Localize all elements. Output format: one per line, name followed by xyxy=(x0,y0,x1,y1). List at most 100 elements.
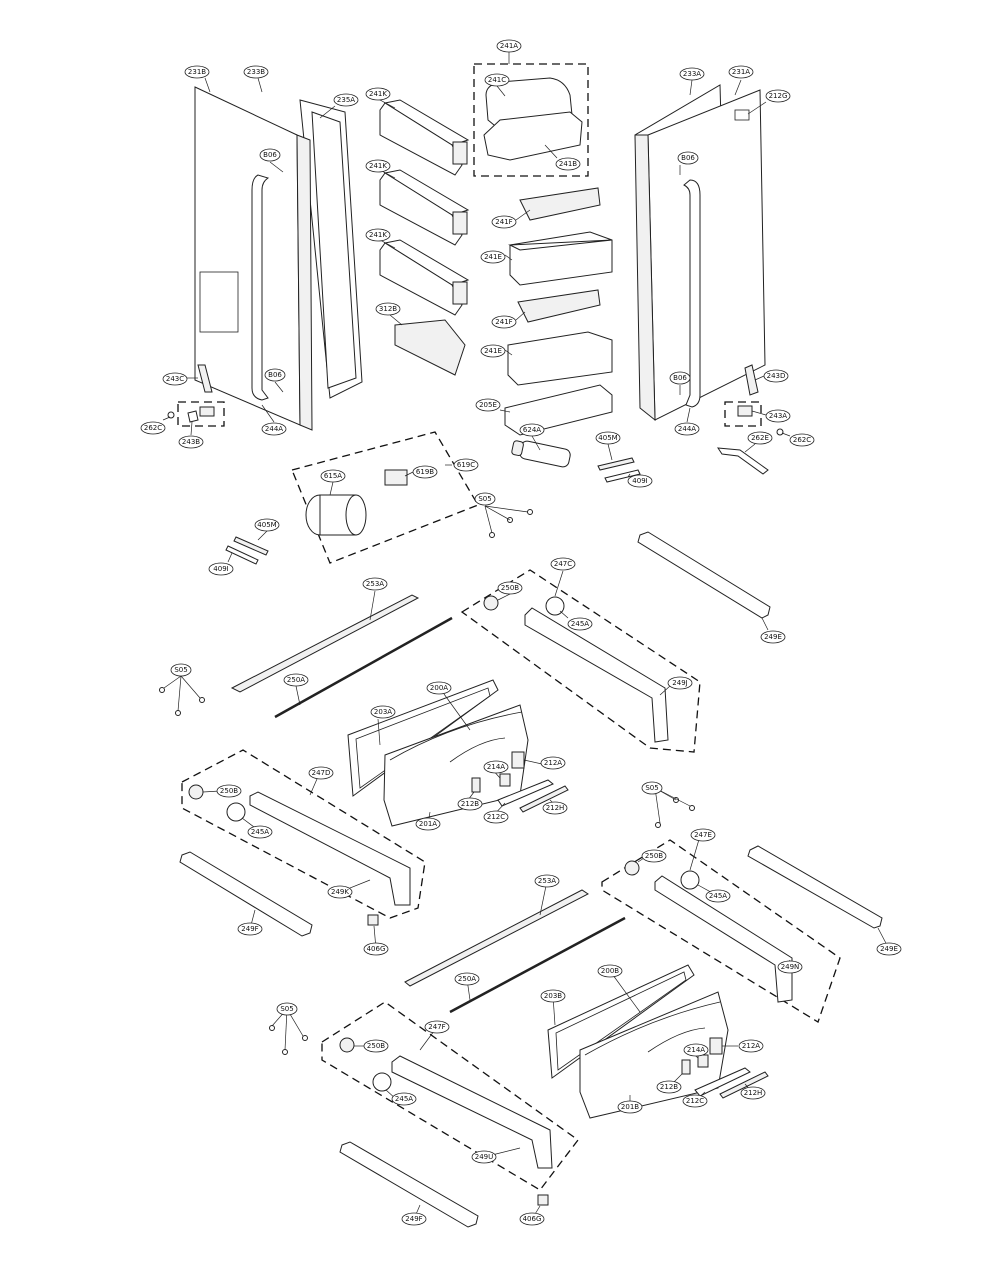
svg-text:249F: 249F xyxy=(241,925,258,933)
callout-241F: 241F xyxy=(491,215,517,229)
callout-615A: 615A xyxy=(320,469,346,483)
callout-B06: B06 xyxy=(677,151,699,165)
callouts: 241A 231B 233B 235A 241K 241C 241B 233A … xyxy=(140,39,902,1226)
drawer-front-200B-top xyxy=(584,1001,721,1056)
svg-text:241A: 241A xyxy=(500,42,518,50)
part-405M-right xyxy=(597,457,635,471)
left-door-assembly xyxy=(194,86,363,431)
right-door-handle-244A xyxy=(683,179,701,408)
callout-249U: 249U xyxy=(471,1150,497,1164)
roller-245A-lower-left xyxy=(372,1072,392,1092)
svg-text:249J: 249J xyxy=(672,679,687,687)
callout-253A: 253A xyxy=(362,577,388,591)
callout-200B: 200B xyxy=(597,964,623,978)
filter-624A xyxy=(511,440,571,468)
callout-249E: 249E xyxy=(760,630,786,644)
clip-406G-lower xyxy=(537,1194,549,1206)
callout-244A: 244A xyxy=(261,422,287,436)
callout-619C: 619C xyxy=(453,458,479,472)
svg-text:244A: 244A xyxy=(265,425,283,433)
callout-243C: 243C xyxy=(162,372,188,386)
callout-241F: 241F xyxy=(491,315,517,329)
callout-247E: 247E xyxy=(690,828,716,842)
callout-250B: 250B xyxy=(216,784,242,798)
callout-405M: 405M xyxy=(254,518,280,532)
filter-group-619C-box xyxy=(291,431,479,564)
label-212G xyxy=(734,109,750,121)
svg-text:249N: 249N xyxy=(781,963,800,971)
svg-text:405M: 405M xyxy=(257,521,276,529)
callout-405M: 405M xyxy=(595,431,621,445)
svg-text:243C: 243C xyxy=(166,375,184,383)
callout-406G: 406G xyxy=(519,1212,545,1226)
callout-243D: 243D xyxy=(763,369,789,383)
lower-drawer xyxy=(404,889,769,1119)
callout-243B: 243B xyxy=(178,435,204,449)
part-409I-left xyxy=(225,545,259,565)
callout-231B: 231B xyxy=(184,65,210,79)
svg-text:235A: 235A xyxy=(337,96,355,104)
svg-text:212B: 212B xyxy=(660,1083,678,1091)
right-hinge-parts xyxy=(717,364,784,475)
callout-312B: 312B xyxy=(375,302,401,316)
svg-text:214A: 214A xyxy=(487,763,505,771)
svg-text:245A: 245A xyxy=(571,620,589,628)
svg-text:200B: 200B xyxy=(601,967,619,975)
roller-245A-left xyxy=(226,802,246,822)
rod-250A-upper xyxy=(274,616,453,719)
callout-241E: 241E xyxy=(480,250,506,264)
callout-212B: 212B xyxy=(457,797,483,811)
svg-text:405M: 405M xyxy=(598,434,617,442)
callout-262C: 262C xyxy=(789,433,815,447)
callout-212H: 212H xyxy=(542,801,568,815)
svg-text:249K: 249K xyxy=(331,888,349,896)
rail-253A-lower xyxy=(404,889,589,987)
svg-text:249E: 249E xyxy=(880,945,898,953)
bin-241B xyxy=(483,111,583,161)
callout-244A: 244A xyxy=(674,422,700,436)
bar-212C-upper xyxy=(497,779,554,807)
svg-text:241F: 241F xyxy=(495,218,512,226)
callout-S05: S05 xyxy=(170,663,192,677)
bin-clip-241F-bottom xyxy=(517,289,601,323)
filter-615A xyxy=(305,494,367,536)
callout-409I: 409I xyxy=(627,474,653,488)
callout-253A: 253A xyxy=(534,874,560,888)
callout-241K: 241K xyxy=(365,159,391,173)
svg-text:212C: 212C xyxy=(686,1097,704,1105)
callout-201A: 201A xyxy=(415,817,441,831)
svg-text:212G: 212G xyxy=(769,92,788,100)
bin-set-241A xyxy=(473,63,589,177)
gasket-203A-inner xyxy=(355,687,491,789)
callout-233B: 233B xyxy=(243,65,269,79)
bar-212C-lower xyxy=(694,1067,751,1097)
part-405M-left xyxy=(233,536,269,556)
bin-241E-bottom xyxy=(507,331,613,386)
bin-clip-241F-top xyxy=(519,187,601,221)
roller-245A-upper-right xyxy=(545,596,565,616)
svg-text:B06: B06 xyxy=(673,374,687,382)
callout-245A: 245A xyxy=(391,1092,417,1106)
filter-group-619C xyxy=(291,431,479,564)
screw-262C-left xyxy=(167,411,175,419)
slide-rail-249K xyxy=(249,791,411,906)
svg-text:201A: 201A xyxy=(419,820,437,828)
callout-233A: 233A xyxy=(679,67,705,81)
svg-text:212B: 212B xyxy=(461,800,479,808)
left-hinge-parts xyxy=(167,364,225,427)
callout-S05: S05 xyxy=(474,492,496,506)
callout-249E: 249E xyxy=(876,942,902,956)
slide-rail-249F-upper xyxy=(179,851,313,937)
slide-group-247E xyxy=(601,839,883,1023)
callout-241K: 241K xyxy=(365,87,391,101)
svg-text:203A: 203A xyxy=(374,708,392,716)
left-door-edge xyxy=(296,134,313,431)
callout-249N: 249N xyxy=(777,960,803,974)
svg-text:231B: 231B xyxy=(188,68,206,76)
drawer-handle-slot xyxy=(449,737,506,763)
svg-text:406G: 406G xyxy=(367,945,386,953)
callout-212G: 212G xyxy=(765,89,791,103)
svg-text:247D: 247D xyxy=(312,769,331,777)
svg-text:249U: 249U xyxy=(475,1153,493,1161)
svg-text:615A: 615A xyxy=(324,472,342,480)
